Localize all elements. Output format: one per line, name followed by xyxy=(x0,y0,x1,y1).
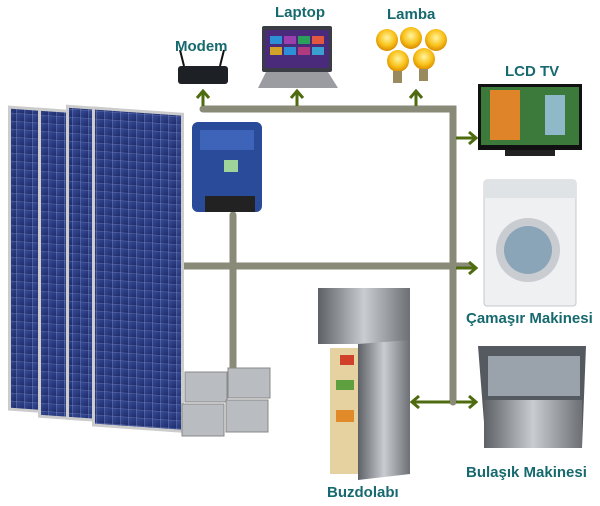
label-buzdolabi: Buzdolabı xyxy=(327,484,399,501)
arrow-up-laptop xyxy=(289,88,305,106)
laptop-icon xyxy=(258,26,338,88)
solar-panels-icon xyxy=(8,104,184,433)
inverter-icon xyxy=(192,122,262,212)
label-lamba: Lamba xyxy=(387,6,436,23)
arrow-right-dishwasher xyxy=(456,394,479,410)
batteries-icon xyxy=(181,367,271,437)
arrow-right-tv xyxy=(456,130,479,146)
refrigerator-icon xyxy=(318,288,410,480)
lamba-icon xyxy=(376,27,447,83)
arrow-left-fridge xyxy=(409,394,450,410)
arrow-up-lamba xyxy=(408,88,424,106)
top-wire xyxy=(199,105,457,406)
label-modem: Modem xyxy=(175,38,228,55)
label-bulasik-makinesi: Bulaşık Makinesi xyxy=(466,464,587,481)
label-camasir-makinesi: Çamaşır Makinesi xyxy=(466,310,593,327)
wires xyxy=(176,105,474,406)
dishwasher-icon xyxy=(478,346,586,448)
arrows xyxy=(195,88,479,410)
washing-machine-icon xyxy=(483,179,577,307)
label-laptop: Laptop xyxy=(275,4,325,21)
label-lcd-tv: LCD TV xyxy=(505,63,560,80)
lcd-tv-icon xyxy=(478,84,582,156)
arrow-right-washer xyxy=(456,260,479,276)
arrow-up-modem xyxy=(195,88,211,106)
modem-icon xyxy=(178,49,228,84)
